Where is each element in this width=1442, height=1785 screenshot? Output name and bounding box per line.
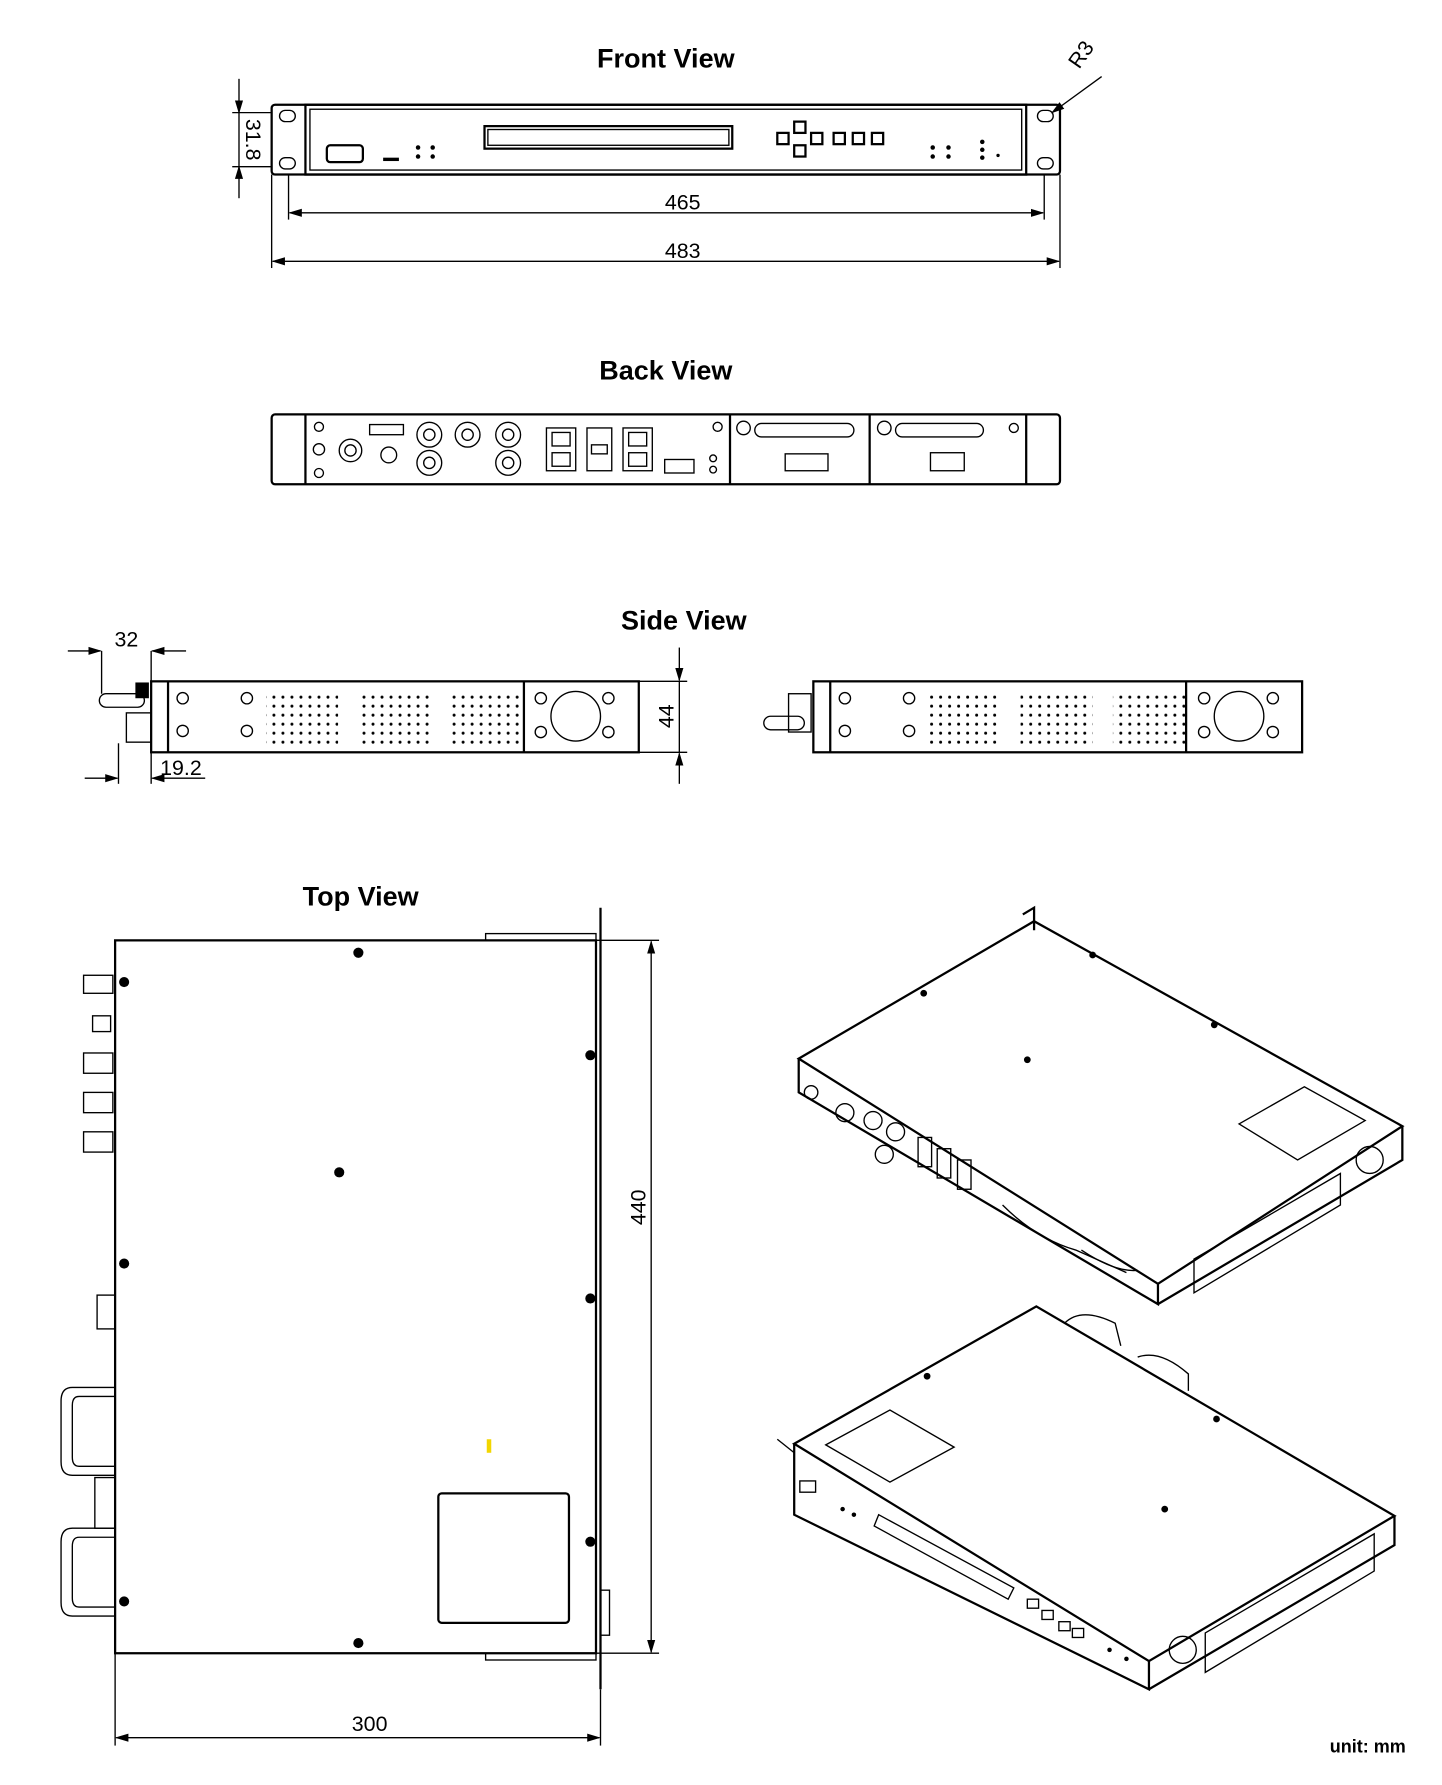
side-handle-dimension: 32	[114, 627, 138, 651]
isometric-rear-view	[796, 905, 1405, 1307]
side-offset-dimension: 19.2	[160, 756, 202, 780]
front-total-width-dimension: 483	[665, 239, 701, 263]
top-depth-dimension: 440	[627, 1189, 651, 1225]
front-view-title: Front View	[597, 44, 736, 74]
lcd-display	[483, 125, 734, 150]
unit-label: unit: mm	[1330, 1736, 1406, 1756]
front-height-dimension: 31.8	[241, 119, 265, 161]
side-view-title: Side View	[621, 606, 748, 636]
top-view-title: Top View	[303, 881, 420, 911]
back-view-title: Back View	[599, 356, 733, 386]
side-height-dimension: 44	[655, 704, 679, 728]
side-view: Side View 32 19.2 44	[67, 606, 1304, 784]
back-view: Back View	[270, 356, 1062, 486]
corner-radius-dimension: R3	[1064, 37, 1099, 73]
front-rack-ears	[270, 103, 1062, 176]
marker	[486, 1439, 492, 1453]
top-label-plate	[437, 1492, 571, 1624]
front-view: Front View 31.8 465 483 R3	[232, 37, 1103, 269]
serial-port-icon	[325, 144, 365, 164]
front-inner-width-dimension: 465	[665, 190, 701, 214]
isometric-front-view	[776, 1305, 1397, 1692]
top-view: Top View 440 300	[60, 881, 660, 1746]
top-width-dimension: 300	[352, 1712, 388, 1736]
